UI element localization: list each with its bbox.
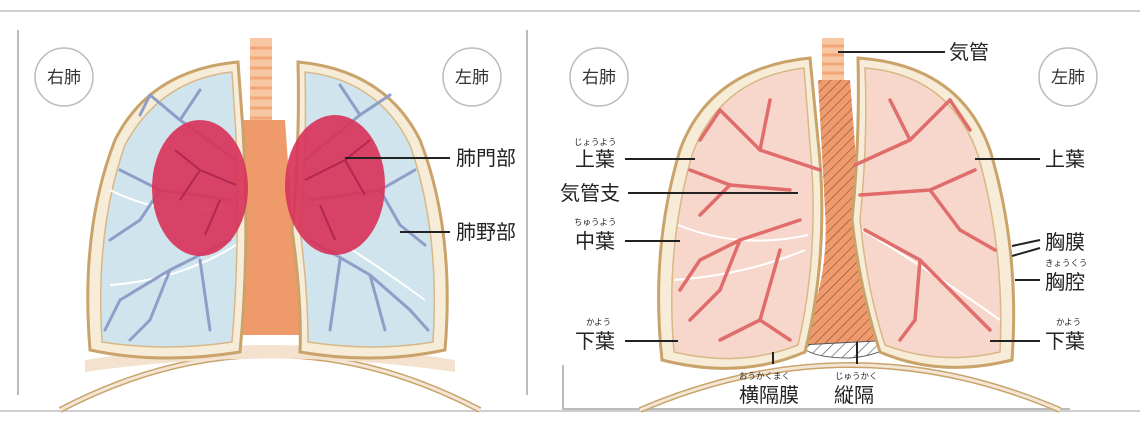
right-lung-1 — [88, 62, 248, 358]
lower-lobe-right-ruby: かよう — [586, 318, 611, 328]
left-lung-badge-text-1: 左肺 — [455, 68, 489, 88]
left-lung-2 — [852, 58, 1014, 367]
bronchus-label: 気管支 — [560, 181, 620, 205]
diaphragm-label: 横隔膜 — [739, 383, 799, 407]
pleura-label: 胸膜 — [1045, 230, 1085, 254]
trachea-2 — [822, 38, 844, 83]
pleura-leader-b — [1012, 248, 1040, 256]
mediastinum-label: 縦隔 — [834, 383, 874, 407]
diagram-1: 右肺 左肺 肺門部 肺野部 — [18, 30, 527, 410]
pleura-leader-a — [1012, 240, 1040, 246]
pleural-cavity-label: 胸腔 — [1045, 270, 1085, 294]
upper-lobe-right-label: 上葉 — [575, 147, 615, 171]
diagram-2: 右肺 左肺 気管 じょうよう 上葉 気管支 ちゅうよう 中葉 かよう 下葉 上葉… — [560, 38, 1097, 410]
right-lung-2 — [659, 58, 822, 368]
field-label: 肺野部 — [456, 220, 516, 244]
left-lung-badge-text-2: 左肺 — [1051, 68, 1085, 88]
right-lung-badge-text-2: 右肺 — [582, 68, 616, 88]
mediastinum-ruby: じゅうかく — [835, 372, 878, 382]
left-lung-1 — [285, 62, 447, 358]
middle-lobe-ruby: ちゅうよう — [574, 218, 617, 228]
hilum-right-1 — [152, 120, 248, 256]
lower-lobe-left-ruby: かよう — [1056, 318, 1081, 328]
hilum-label: 肺門部 — [456, 146, 516, 170]
diaphragm-ruby: おうかくまく — [739, 372, 790, 382]
lower-lobe-right-label: 下葉 — [575, 329, 615, 353]
right-lung-badge-text-1: 右肺 — [47, 68, 81, 88]
middle-lobe-label: 中葉 — [575, 229, 615, 253]
trachea-label: 気管 — [949, 40, 989, 64]
upper-lobe-left-label: 上葉 — [1045, 147, 1085, 171]
trachea-1 — [250, 38, 272, 128]
hilum-left-1 — [285, 115, 385, 255]
pleural-cavity-ruby: きょうくう — [1045, 259, 1087, 269]
lower-lobe-left-label: 下葉 — [1045, 329, 1085, 353]
